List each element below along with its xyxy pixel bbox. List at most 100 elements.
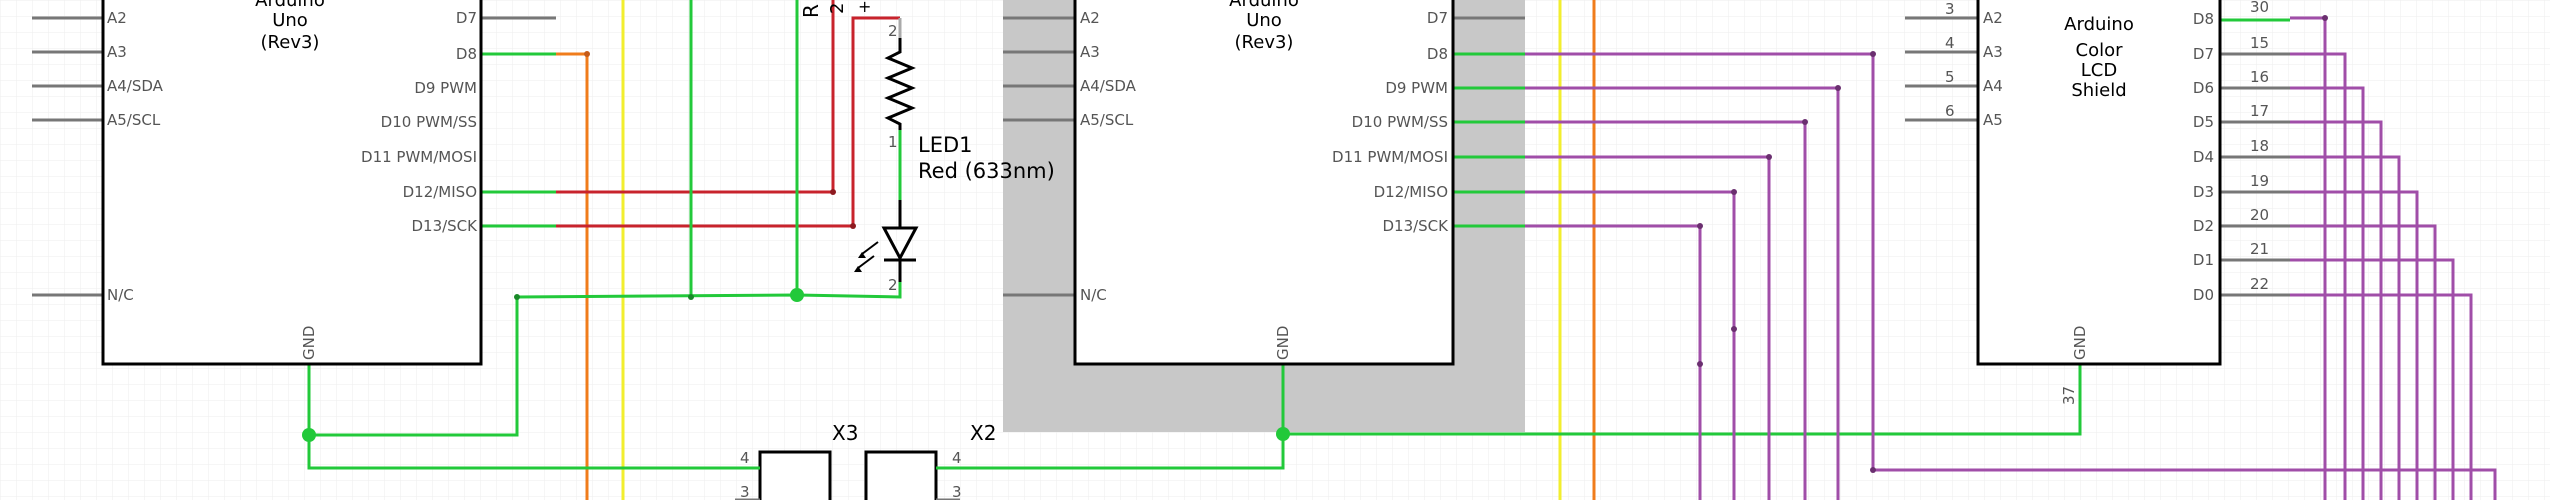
pin-label-nc: N/C (107, 286, 134, 304)
lcd-pin-d4: D4 (2193, 148, 2214, 166)
wire-purple-lcd-d5[interactable] (2247, 120, 2383, 500)
led-pin-num: 2 (888, 276, 898, 294)
lcd-title-line1: Arduino (2064, 14, 2134, 35)
pin-label-d9: D9 PWM (1385, 79, 1448, 97)
arduino-color-lcd-shield[interactable]: Arduino Color LCD Shield A2 A3 A4 A5 3 4… (1905, 0, 2290, 434)
resistor-zigzag (884, 38, 916, 130)
pin-label-d11: D11 PWM/MOSI (1332, 148, 1448, 166)
junction-dot (830, 189, 836, 195)
wire-purple-lcd-d0[interactable] (2247, 293, 2473, 500)
pin-label-d12: D12/MISO (403, 183, 477, 201)
junction-dot (1697, 223, 1703, 229)
resistor-value: 2 (827, 3, 848, 14)
pin-label-d8: D8 (456, 45, 477, 63)
pin-label-a3: A3 (107, 43, 127, 61)
wire-purple-lcd-d4[interactable] (2247, 155, 2401, 500)
pin-label-d10: D10 PWM/SS (381, 113, 477, 131)
junction-dot (1731, 326, 1737, 332)
led-arrowhead (858, 252, 866, 258)
lcd-pin-num: 15 (2250, 34, 2269, 52)
led-pin-num: 1 (888, 133, 898, 151)
pin-label-d10: D10 PWM/SS (1352, 113, 1448, 131)
pin-label-d13: D13/SCK (411, 217, 478, 235)
right-pin-stubs (2220, 52, 2290, 297)
wire-green-to-x3[interactable] (307, 435, 735, 470)
junctions (302, 15, 2328, 473)
junction-dot (1731, 189, 1737, 195)
junction-dot (1870, 467, 1876, 473)
lcd-pin-d3: D3 (2193, 183, 2214, 201)
arduino-title-line2: Uno (272, 10, 308, 31)
pin-label-d7: D7 (1427, 9, 1448, 27)
led-arrowhead (854, 266, 862, 272)
lcd-pin-num: 5 (1945, 68, 1955, 86)
pin-label-a2: A2 (107, 9, 127, 27)
lcd-pin-d5: D5 (2193, 113, 2214, 131)
arduino-body (101, 0, 483, 366)
lcd-pin-num: 4 (1945, 34, 1955, 52)
wire-green-ground-bus[interactable] (516, 282, 902, 299)
lcd-pin-d1: D1 (2193, 251, 2214, 269)
resistor-plus: + (858, 0, 871, 16)
pin-label-d8: D8 (1427, 45, 1448, 63)
connector-x3[interactable]: X3 4 3 (735, 421, 858, 500)
pin-label-a2: A2 (1080, 9, 1100, 27)
led-name: LED1 (918, 133, 973, 157)
arduino-title-line2: Uno (1246, 10, 1282, 31)
led-1[interactable]: LED1 Red (633nm) 2 1 2 (854, 22, 1055, 294)
led-diode-triangle (881, 226, 919, 262)
right-pin-stubs (1281, 52, 1525, 434)
lcd-pin-a2: A2 (1983, 9, 2003, 27)
arduino-uno-middle[interactable]: Arduino Uno (Rev3) A2 A3 A4/SDA A5/SCL N… (1003, 0, 1525, 434)
junction-dot (688, 294, 694, 300)
arduino-uno-left[interactable]: Arduino Uno (Rev3) A2 A3 A4/SDA A5/SCL N… (32, 0, 556, 435)
left-pin-stubs (1905, 16, 1978, 122)
junction-dot (584, 51, 590, 57)
arduino-title-line1: Arduino (255, 0, 325, 11)
pin-label-a4: A4/SDA (1080, 77, 1137, 95)
lcd-pin-num: 30 (2250, 0, 2269, 16)
lcd-pin-num: 21 (2250, 240, 2269, 258)
lcd-pin-num: 16 (2250, 68, 2269, 86)
junction-dot (1802, 119, 1808, 125)
lcd-pin-d2: D2 (2193, 217, 2214, 235)
connector-pin-num: 4 (952, 449, 962, 467)
pin-label-nc: N/C (1080, 286, 1107, 304)
lcd-pin-num: 18 (2250, 137, 2269, 155)
led-pin-num: 2 (888, 22, 898, 40)
lcd-title-line4: Shield (2071, 80, 2126, 101)
wire-purple-lcd-d2[interactable] (2247, 224, 2437, 500)
lcd-pin-d8: D8 (2193, 10, 2214, 28)
pin-label-a4: A4/SDA (107, 77, 164, 95)
arduino-title-line3: (Rev3) (1235, 32, 1294, 53)
resistor[interactable]: R 2 + (799, 0, 916, 130)
wire-green-to-x2[interactable] (935, 434, 1285, 470)
pin-label-d9: D9 PWM (414, 79, 477, 97)
connector-x2[interactable]: X2 4 3 (864, 421, 996, 500)
lcd-pin-num: 22 (2250, 275, 2269, 293)
wire-purple-lcd-d1[interactable] (2247, 258, 2455, 500)
wire-red-d13[interactable] (556, 16, 900, 228)
right-pin-stubs (307, 16, 556, 435)
lcd-pin-d6: D6 (2193, 79, 2214, 97)
resistor-label: R (799, 4, 823, 18)
wire-purple-lcd-d3[interactable] (2247, 190, 2419, 500)
junction-dot (1835, 85, 1841, 91)
connector-x3-label: X3 (832, 421, 858, 445)
lcd-pin-num: 6 (1945, 102, 1955, 120)
connector-pin-num: 3 (740, 483, 750, 500)
lcd-pin-num: 17 (2250, 102, 2269, 120)
junction-dot (1697, 361, 1703, 367)
lcd-body (1976, 0, 2222, 366)
lcd-pin-a5: A5 (1983, 111, 2003, 129)
junction-dot (514, 294, 520, 300)
lcd-title-line3: LCD (2081, 60, 2117, 81)
lcd-pin-num: 19 (2250, 172, 2269, 190)
arduino-title-line1: Arduino (1229, 0, 1299, 11)
lcd-pin-a3: A3 (1983, 43, 2003, 61)
led-emission-arrow (861, 241, 879, 255)
junction-dot (2322, 15, 2328, 21)
pin-label-a5: A5/SCL (107, 111, 161, 129)
connector-pin-num: 3 (952, 483, 962, 500)
